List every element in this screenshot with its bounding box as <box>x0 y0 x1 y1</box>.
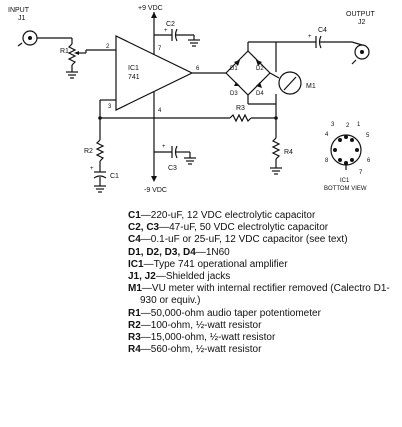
parts-list-item: D1, D2, D3, D4—1N60 <box>128 247 398 259</box>
feedback-network <box>93 99 230 193</box>
output-jack <box>351 41 370 65</box>
part-ref: M1 <box>128 283 142 295</box>
part-ref: R4 <box>128 344 141 356</box>
pin3-label: 3 <box>108 104 112 110</box>
pin-number: 8 <box>325 158 329 164</box>
part-description: —Type 741 operational amplifier <box>143 258 288 270</box>
diode-bridge <box>225 41 277 118</box>
part-description: —50,000-ohm audio taper potentiometer <box>140 307 321 319</box>
pin7-label: 7 <box>158 46 162 52</box>
c4-plus: + <box>308 34 312 40</box>
vu-meter <box>269 71 302 95</box>
ic1-type: 741 <box>128 74 140 81</box>
output-ref: J2 <box>358 19 366 26</box>
pin-number: 5 <box>366 133 370 139</box>
pin4-label: 4 <box>158 108 162 114</box>
part-description: —VU meter with internal rectifier remove… <box>140 283 390 307</box>
pin-number: 4 <box>325 132 329 138</box>
c1-plus: + <box>90 166 94 172</box>
c3-plus: + <box>162 144 166 150</box>
parts-list-item: R1—50,000-ohm audio taper potentiometer <box>128 308 398 320</box>
parts-list-item: R2—100-ohm, ½-watt resistor <box>128 320 398 332</box>
parts-list-item: C4—0.1-uF or 25-uF, 12 VDC capacitor (se… <box>128 234 398 246</box>
parts-list: C1—220-uF, 12 VDC electrolytic capacitor… <box>128 210 398 356</box>
c3-label: C3 <box>168 165 177 172</box>
part-ref: D1, D2, D3, D4 <box>128 246 196 258</box>
d3-label: D3 <box>230 91 238 97</box>
ic1-label: IC1 <box>128 65 139 72</box>
r3-label: R3 <box>236 105 245 112</box>
pin-number: 1 <box>357 122 361 128</box>
part-ref: R3 <box>128 332 141 344</box>
d1-label: D1 <box>230 66 238 72</box>
part-description: —100-ohm, ½-watt resistor <box>140 319 262 331</box>
bottom-view-pin-numbers: 43 2 15 67 8 <box>325 122 371 176</box>
parts-list-item: C2, C3—47-uF, 50 VDC electrolytic capaci… <box>128 222 398 234</box>
pin-number: 2 <box>346 123 350 129</box>
d2-label: D2 <box>256 66 264 72</box>
pin-number: 3 <box>331 122 335 128</box>
pin6-label: 6 <box>196 66 200 72</box>
d4-label: D4 <box>256 91 264 97</box>
r2-label: R2 <box>84 148 93 155</box>
c4-capacitor <box>276 35 352 49</box>
vminus-label: -9 VDC <box>144 187 167 194</box>
meter-label: M1 <box>306 83 316 90</box>
part-ref: C1 <box>128 210 141 221</box>
parts-list-item: R4—560-ohm, ½-watt resistor <box>128 344 398 356</box>
part-ref: C4 <box>128 234 141 246</box>
c2-label: C2 <box>166 21 175 28</box>
parts-list-item: J1, J2—Shielded jacks <box>128 271 398 283</box>
part-description: —1N60 <box>195 246 230 258</box>
part-description: —15,000-ohm, ½-watt resistor <box>140 332 276 344</box>
part-ref: IC1 <box>128 258 144 270</box>
r4-resistor <box>270 116 282 175</box>
schematic-diagram: INPUT J1 R1 IC1 741 2 3 4 6 7 +9 VDC <box>8 5 376 194</box>
parts-list-item: IC1—Type 741 operational amplifier <box>128 259 398 271</box>
c4-label: C4 <box>318 27 327 34</box>
part-ref: C2, C3 <box>128 222 160 234</box>
input-jack <box>17 30 72 47</box>
part-description: —560-ohm, ½-watt resistor <box>140 344 262 356</box>
output-label: OUTPUT <box>346 11 376 18</box>
positive-supply <box>151 12 200 55</box>
ic1-bottom-view <box>330 134 362 170</box>
part-description: —47-uF, 50 VDC electrolytic capacitor <box>159 222 329 234</box>
part-description: —220-uF, 12 VDC electrolytic capacitor <box>140 210 316 221</box>
r4-label: R4 <box>284 149 293 156</box>
vplus-label: +9 VDC <box>138 5 163 12</box>
part-description: —Shielded jacks <box>155 271 231 283</box>
negative-supply <box>151 92 196 182</box>
input-ref: J1 <box>18 15 26 22</box>
r3-resistor <box>229 113 276 123</box>
part-ref: J1, J2 <box>128 271 156 283</box>
pin-number: 7 <box>359 170 363 176</box>
pin-number: 6 <box>367 158 371 164</box>
part-ref: R1 <box>128 307 141 319</box>
bottom-view-label: BOTTOM VIEW <box>324 186 367 192</box>
pin2-label: 2 <box>106 44 110 50</box>
parts-list-item: C1—220-uF, 12 VDC electrolytic capacitor <box>128 210 398 222</box>
bottom-ic-label: IC1 <box>340 178 350 184</box>
c1-label: C1 <box>110 173 119 180</box>
r1-potentiometer <box>66 38 116 79</box>
r1-label: R1 <box>60 48 69 55</box>
parts-list-item: R3—15,000-ohm, ½-watt resistor <box>128 332 398 344</box>
input-label: INPUT <box>8 7 30 14</box>
part-ref: R2 <box>128 319 141 331</box>
parts-list-item: M1—VU meter with internal rectifier remo… <box>128 283 398 307</box>
part-description: —0.1-uF or 25-uF, 12 VDC capacitor (see … <box>140 234 348 246</box>
c2-plus: + <box>164 28 168 34</box>
